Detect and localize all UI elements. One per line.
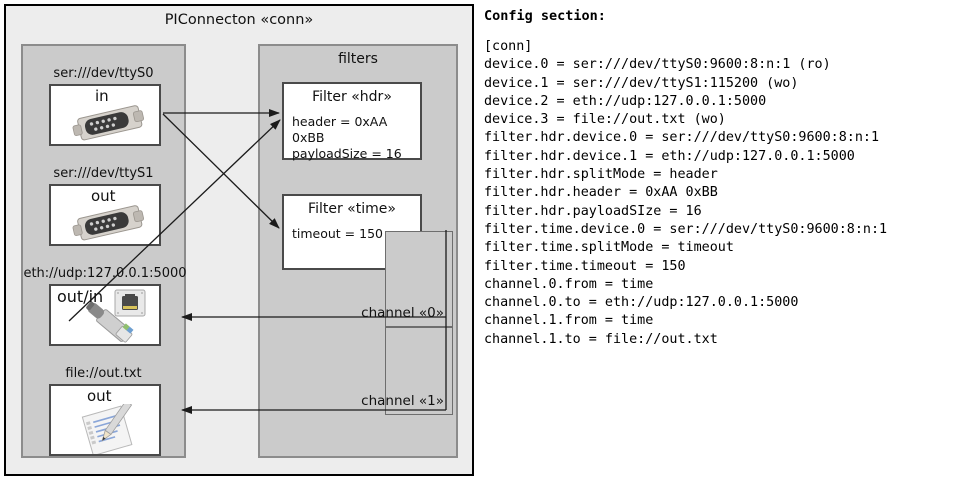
filter-attrs-time: timeout = 150 ms [292,226,406,242]
device-direction-file: out [87,387,112,405]
filter-attr: timeout = 150 ms [292,226,406,241]
filter-box-hdr[interactable]: Filter «hdr» header = 0xAA 0xBB payloadS… [282,82,422,162]
device-label-ttys1: ser:///dev/ttyS1 [53,166,154,181]
device-direction-ttys0: in [95,87,109,105]
diagram-title: PIConnecton «conn» [164,12,314,28]
device-direction-eth: out/in [57,287,104,306]
filter-attr: header = 0xAA 0xBB [292,114,388,145]
text-file-icon [81,404,133,454]
device-box-file[interactable]: out [49,384,161,456]
device-box-ttys1[interactable]: out [49,184,161,246]
filters-panel-title: filters [338,51,378,67]
channel-label-1: channel «1» [361,393,444,409]
channel-box-1[interactable]: channel «1» [361,327,453,415]
filter-title-time: Filter «time» [308,201,396,217]
channel-box-0[interactable]: channel «0» [361,231,453,327]
config-section: Config section: [conn] device.0 = ser://… [482,8,960,478]
channel-label-0: channel «0» [361,305,444,321]
devices-panel: ser:///dev/ttyS0 in [21,44,187,458]
device-box-eth[interactable]: out/in [49,284,161,346]
filters-panel: filters Filter «hdr» header = 0xAA 0xBB … [258,44,458,458]
device-label-ttys0: ser:///dev/ttyS0 [53,66,154,81]
serial-connector-icon [72,205,145,241]
filter-attrs-hdr: header = 0xAA 0xBB payloadSize = 16 [292,114,420,162]
device-box-ttys0[interactable]: in [49,84,161,146]
config-text: [conn] device.0 = ser:///dev/ttyS0:9600:… [484,39,888,347]
filter-attr: payloadSize = 16 [292,146,402,161]
device-direction-ttys1: out [91,187,116,205]
config-heading: Config section: [484,8,606,24]
device-label-file: file://out.txt [65,366,142,381]
serial-connector-icon [72,105,145,141]
connection-diagram: PIConnecton «conn» ser:///dev/ttyS0 in [4,4,474,476]
device-label-eth: eth://udp:127.0.0.1:5000 [23,266,187,281]
filter-title-hdr: Filter «hdr» [312,89,392,105]
